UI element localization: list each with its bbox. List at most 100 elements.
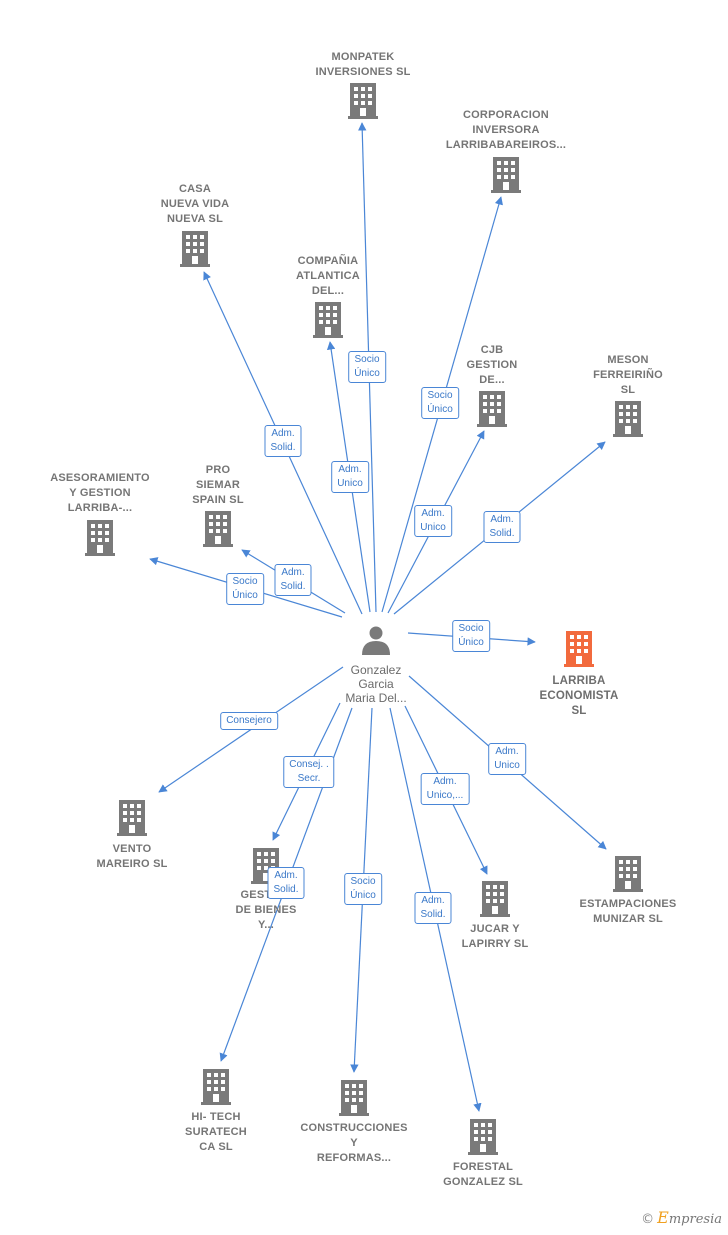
relation-label-line: Adm. (421, 508, 445, 519)
relation-label-jucar[interactable]: Adm.Unico,... (420, 773, 470, 805)
building-icon[interactable] (339, 1080, 369, 1116)
relation-label-vento[interactable]: Consejero (220, 712, 278, 730)
relation-label-line: Socio (354, 354, 380, 365)
company-label-line: ASESORAMIENTO (50, 472, 150, 484)
relation-label-line: Adm. (271, 428, 295, 439)
person-name-line: Garcia (358, 677, 394, 691)
company-label-line: GESTION (466, 359, 518, 371)
company-label-line: VENTO (112, 843, 152, 855)
relation-label-line: Único (232, 590, 258, 601)
building-icon[interactable] (491, 157, 521, 193)
company-label-line: DE BIENES (235, 904, 297, 916)
company-label-line: DE... (479, 374, 505, 386)
company-label-line: GONZALEZ SL (443, 1176, 523, 1188)
relation-label-line: Socio (458, 623, 484, 634)
company-label-corporacion[interactable]: CORPORACION INVERSORA LARRIBABAREIROS... (431, 108, 581, 153)
company-label-line: GESTION (240, 889, 292, 901)
relation-label-line: Unico (337, 478, 363, 489)
relation-label-hitech[interactable]: Adm. Solid. (267, 867, 305, 899)
person-icon[interactable] (362, 626, 390, 656)
company-label-line: MESON (607, 354, 649, 366)
building-icon[interactable] (313, 302, 343, 338)
company-label-line: NUEVA VIDA (160, 198, 230, 210)
company-label-line: ESTAMPACIONES (579, 898, 677, 910)
company-label-line: CASA (179, 183, 211, 195)
building-icon[interactable] (348, 83, 378, 119)
company-label-forestal[interactable]: FORESTAL GONZALEZ SL (408, 1160, 558, 1190)
relation-label-line: Adm. (274, 870, 298, 881)
relation-label-line: Secr. (297, 773, 321, 784)
company-label-line: NUEVA SL (167, 213, 223, 225)
relation-label-line: Único (350, 890, 376, 901)
building-icon[interactable] (477, 391, 507, 427)
relation-label-line: Solid. (273, 884, 299, 895)
relation-label-line: Unico (494, 760, 520, 771)
relation-label-line: Adm. (338, 464, 362, 475)
relation-label-line: Socio (427, 390, 453, 401)
building-icon[interactable] (201, 1069, 231, 1105)
building-icon[interactable] (85, 520, 115, 556)
building-icon[interactable] (468, 1119, 498, 1155)
company-label-casa[interactable]: CASA NUEVA VIDA NUEVA SL (120, 182, 270, 227)
company-label-line: MONPATEK (331, 51, 395, 63)
relation-label-line: Solid. (270, 442, 296, 453)
relation-label-casa[interactable]: Adm. Solid. (264, 425, 302, 457)
company-label-line: SIEMAR (196, 479, 240, 491)
company-label-line: PRO (205, 464, 231, 476)
building-icon[interactable] (613, 856, 643, 892)
relation-label-gestion[interactable]: Consej. . Secr. (283, 756, 335, 788)
company-label-cjb[interactable]: CJB GESTION DE... (417, 343, 567, 388)
relation-label-line: Adm. (490, 514, 514, 525)
company-label-line: LARRIBABAREIROS... (445, 139, 567, 151)
relation-label-cjb[interactable]: Adm. Unico (414, 505, 452, 537)
relation-label-line: Único (354, 368, 380, 379)
building-icon[interactable] (613, 401, 643, 437)
relation-label-meson[interactable]: Adm.Solid. (483, 511, 521, 543)
relation-label-forestal[interactable]: Adm.Solid. (414, 892, 452, 924)
building-icon[interactable] (180, 231, 210, 267)
relation-label-line: Unico (420, 522, 446, 533)
company-label-line: CJB (480, 344, 504, 356)
company-label-line: ECONOMISTA (539, 690, 619, 702)
company-label-line: LARRIBA (552, 675, 606, 687)
building-icon[interactable] (203, 511, 233, 547)
company-label-line: COMPAÑIA (297, 255, 359, 267)
relation-label-line: Consej. . (289, 759, 329, 770)
relation-label-line: Unico,... (426, 790, 464, 801)
company-label-line: FORESTAL (452, 1161, 514, 1173)
relation-label-line: Adm. (495, 746, 519, 757)
building-icon[interactable] (564, 631, 594, 667)
building-icon[interactable] (117, 800, 147, 836)
company-label-line: FERREIRIÑO (593, 369, 663, 381)
relation-label-compania[interactable]: Adm. Unico (331, 461, 369, 493)
company-label-line: ATLANTICA (296, 270, 360, 282)
icons-layer (85, 83, 643, 1155)
relation-label-pro[interactable]: Adm.Solid. (274, 564, 312, 596)
company-label-line: CA SL (199, 1141, 233, 1153)
building-icon[interactable] (480, 881, 510, 917)
company-label-line: CORPORACION (463, 109, 549, 121)
building-icon[interactable] (251, 848, 281, 884)
company-label-line: CONSTRUCCIONES (300, 1122, 408, 1134)
company-label-line: INVERSORA (472, 124, 540, 136)
relation-label-estampaciones[interactable]: Adm. Unico (488, 743, 526, 775)
footer-brand[interactable]: ©Empresia (641, 1208, 722, 1227)
